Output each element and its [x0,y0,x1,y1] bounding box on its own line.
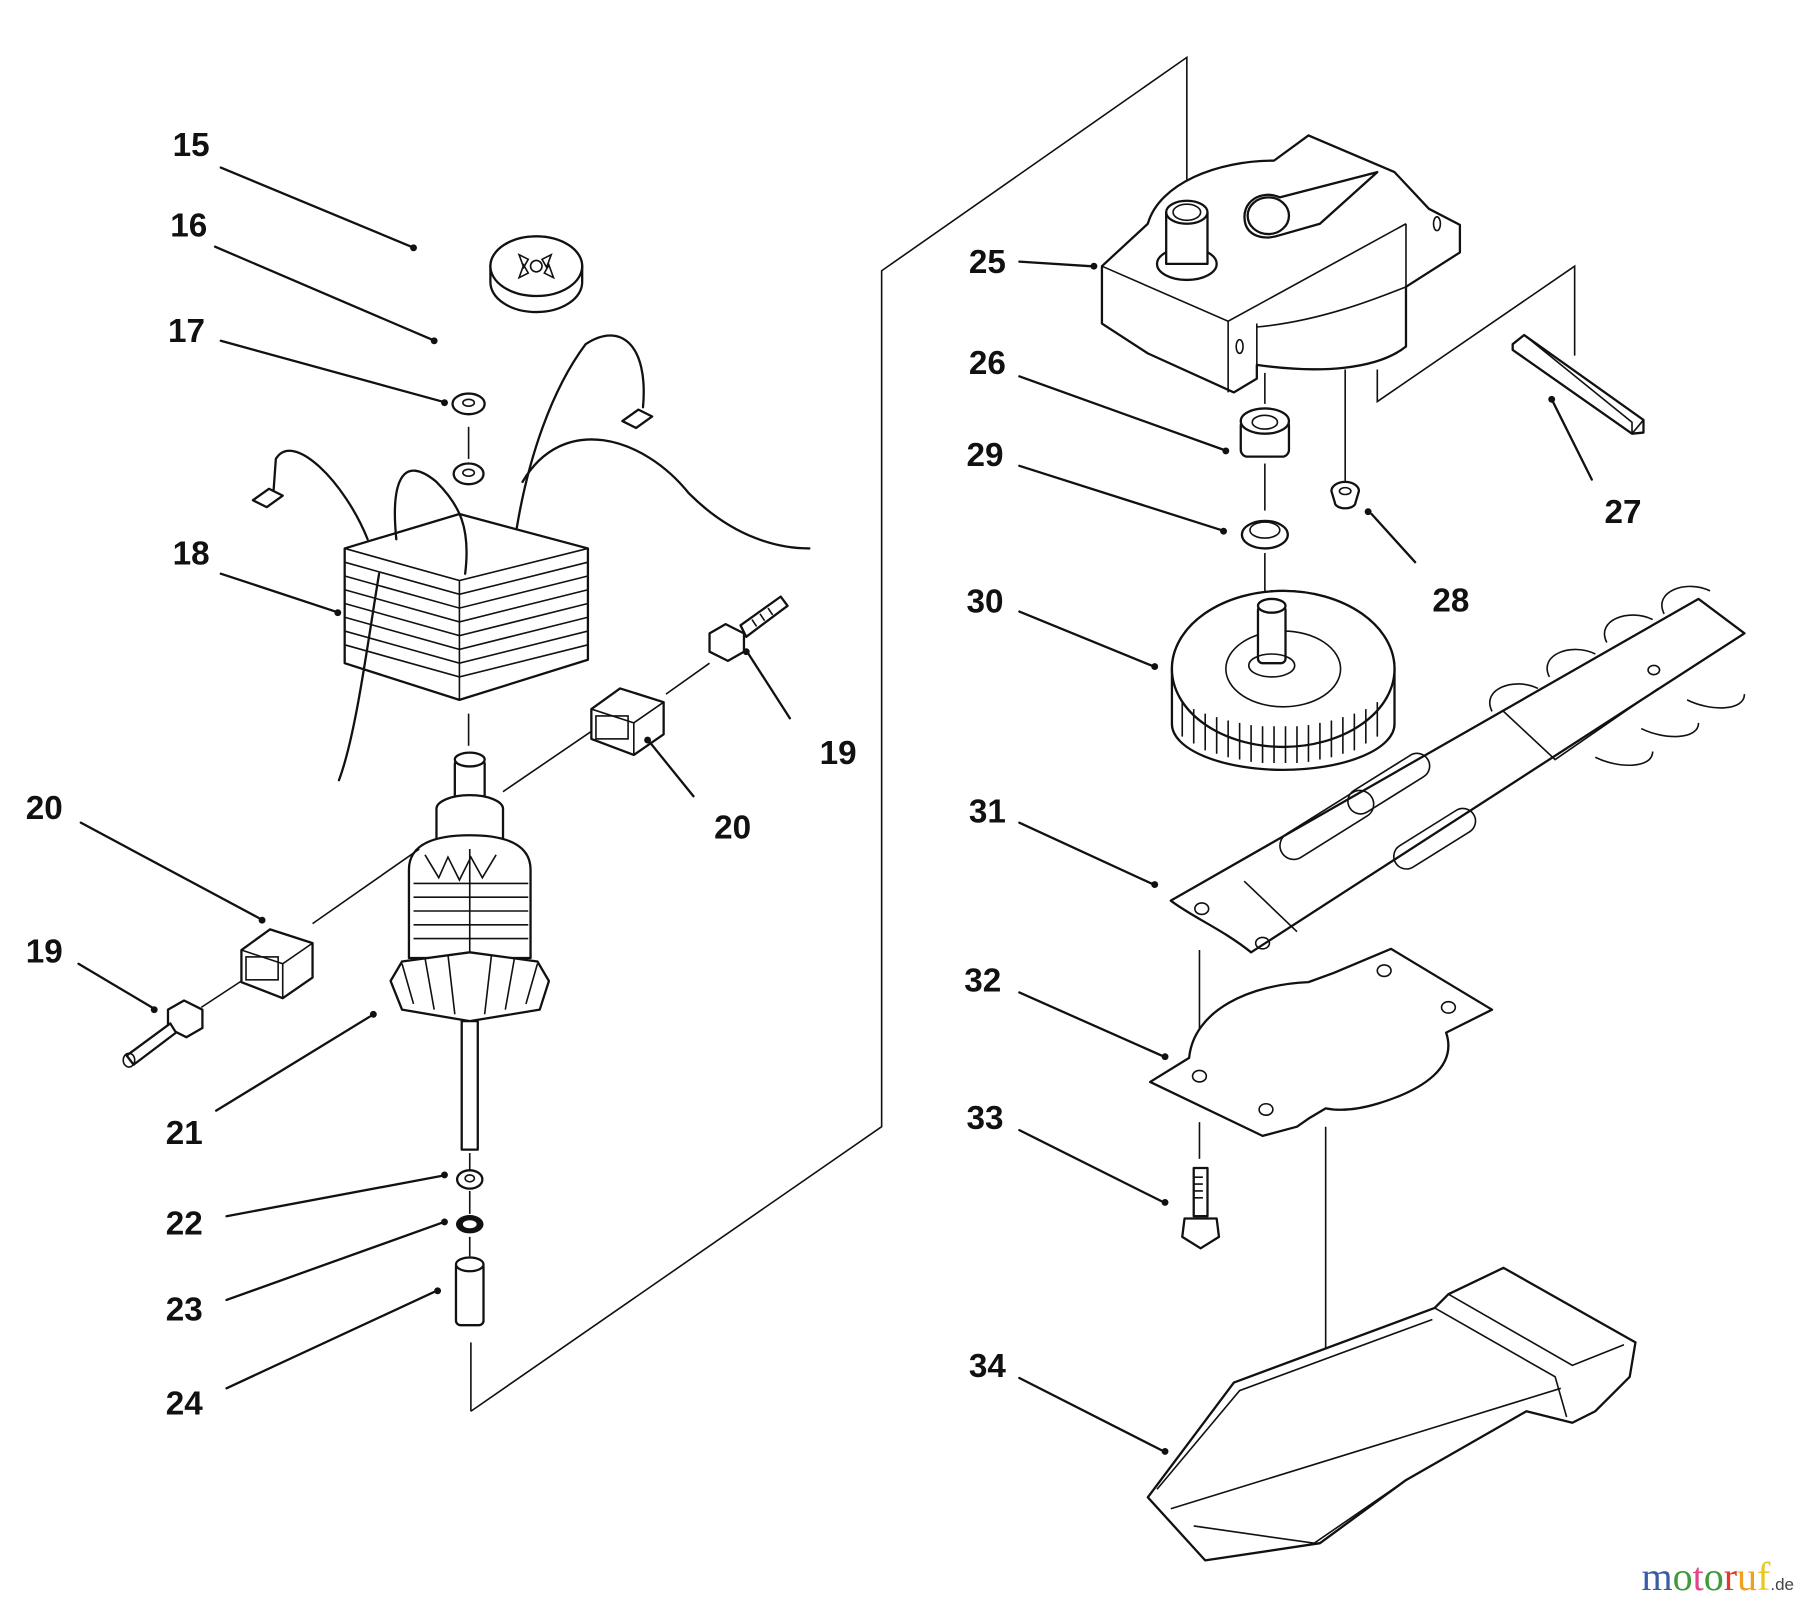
callout-20-left: 20 [26,790,63,827]
part-19-holder-left [122,999,204,1068]
part-23-washer [455,1215,484,1234]
part-25-gear-housing [1100,134,1462,394]
part-32-gasket [1148,947,1494,1138]
callout-33: 33 [967,1100,1004,1137]
callout-25: 25 [969,244,1006,281]
callout-34: 34 [969,1348,1007,1385]
callout-26: 26 [969,345,1006,382]
callout-17: 17 [168,313,205,350]
callout-20-right: 20 [714,810,751,847]
part-20-brush-left [240,928,314,1000]
part-22-washer [455,1169,484,1190]
part-28-grommet [1330,480,1361,510]
callout-22: 22 [166,1206,203,1243]
callout-29: 29 [967,437,1004,474]
part-29-washer [1240,519,1289,550]
part-31-blade [1169,585,1746,954]
watermark-letter: o [1703,1554,1724,1599]
part-16-washer [452,462,485,486]
callout-18: 18 [173,535,210,572]
leader-lines [77,166,1594,1455]
part-18-field-coil [251,334,811,782]
callout-32: 32 [964,962,1001,999]
callout-labels: 15 16 17 18 19 20 20 19 21 22 23 24 25 2… [26,127,1642,1423]
assembly-frame-lines [470,55,1576,1412]
callout-15: 15 [173,127,210,164]
callout-19-left: 19 [26,934,63,971]
watermark-letter: f [1757,1554,1771,1599]
callout-21: 21 [166,1115,203,1152]
callout-19-right: 19 [820,735,857,772]
callout-31: 31 [969,794,1006,831]
watermark-letter: o [1672,1554,1693,1599]
callout-16: 16 [170,207,207,244]
part-15-fan-cap [489,235,584,314]
part-30-gear [1170,589,1396,772]
part-26-bushing [1239,407,1291,458]
callout-24: 24 [166,1386,204,1423]
watermark-letter: m [1641,1554,1673,1599]
part-33-screw [1181,1166,1221,1250]
callout-23: 23 [166,1292,203,1329]
watermark-letter: r [1723,1554,1738,1599]
callout-28: 28 [1432,583,1469,620]
watermark-logo: motoruf.de [1641,1553,1794,1600]
part-27-key [1511,333,1645,435]
watermark-letter: t [1692,1554,1704,1599]
callout-30: 30 [967,584,1004,621]
watermark-letter: u [1737,1554,1758,1599]
callout-27: 27 [1604,494,1641,531]
part-24-bushing [454,1256,485,1327]
part-34-blade-guard [1146,1266,1637,1562]
part-17-washer [451,392,486,416]
part-19-holder-right [708,595,789,663]
part-21-armature [389,751,551,1151]
watermark-tld: .de [1770,1575,1794,1594]
